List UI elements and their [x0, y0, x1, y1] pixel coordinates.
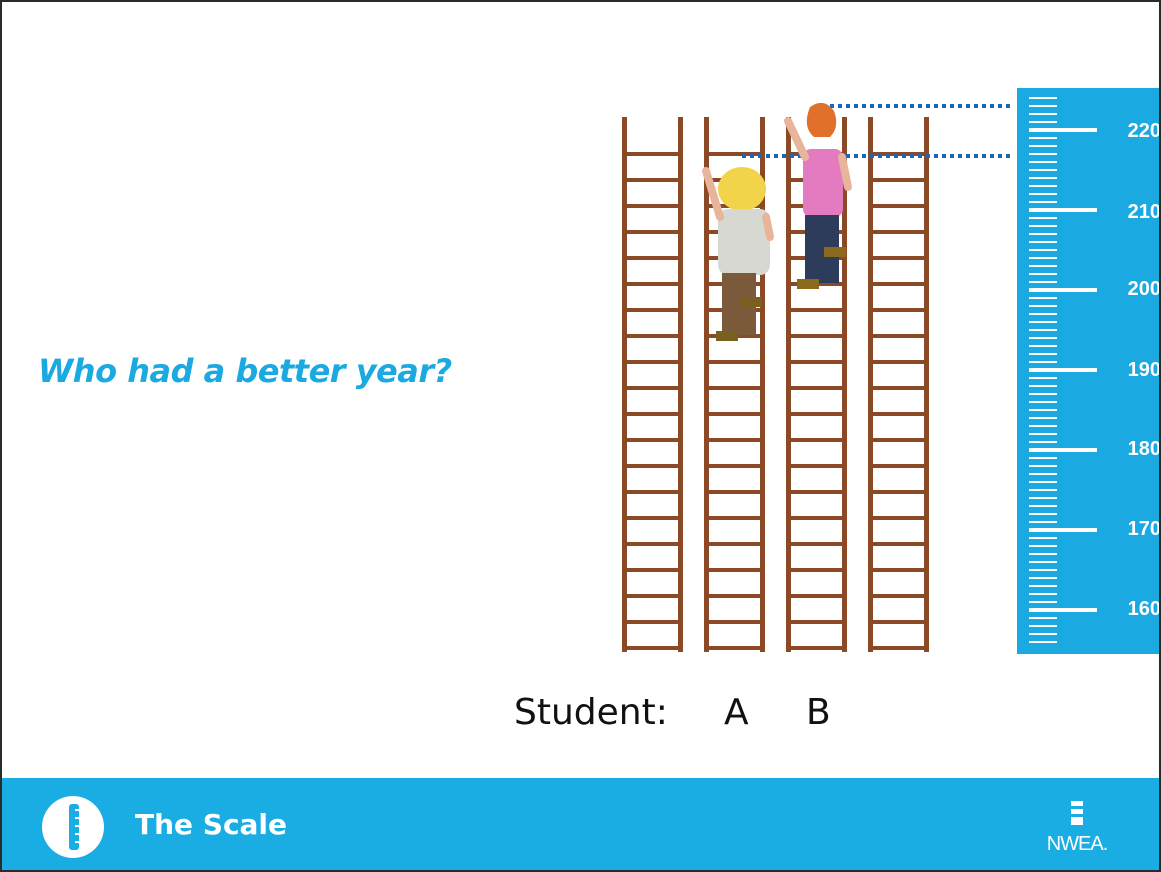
scale-label-210: 210 — [1127, 201, 1161, 223]
scale-label-190: 190 — [1127, 359, 1161, 381]
footer-bar: The Scale NWEA. — [2, 778, 1159, 870]
scale-label-180: 180 — [1127, 438, 1161, 460]
question-text: Who had a better year? — [38, 352, 452, 390]
nwea-mark-icon — [1071, 801, 1083, 825]
ladder-4 — [868, 117, 929, 652]
nwea-text: NWEA. — [1046, 833, 1109, 855]
scale-label-160: 160 — [1127, 598, 1161, 620]
student-label: Student: — [514, 692, 668, 733]
ladders-illustration — [622, 102, 1012, 652]
student-a-label: A — [724, 692, 749, 733]
footer-title: The Scale — [135, 808, 288, 841]
scale-label-200: 200 — [1127, 278, 1161, 300]
student-b-figure — [784, 102, 852, 289]
student-labels: Student: A B — [514, 692, 831, 733]
scale-label-220: 220 — [1127, 120, 1161, 142]
ruler-scale-icon — [42, 796, 104, 858]
scale-label-170: 170 — [1127, 518, 1161, 540]
student-a-figure — [702, 167, 774, 341]
student-b-label: B — [806, 692, 831, 733]
ladder-1 — [622, 117, 683, 652]
score-scale: 220 210 200 190 180 170 160 — [1017, 88, 1161, 654]
nwea-logo: NWEA. — [1017, 800, 1137, 856]
